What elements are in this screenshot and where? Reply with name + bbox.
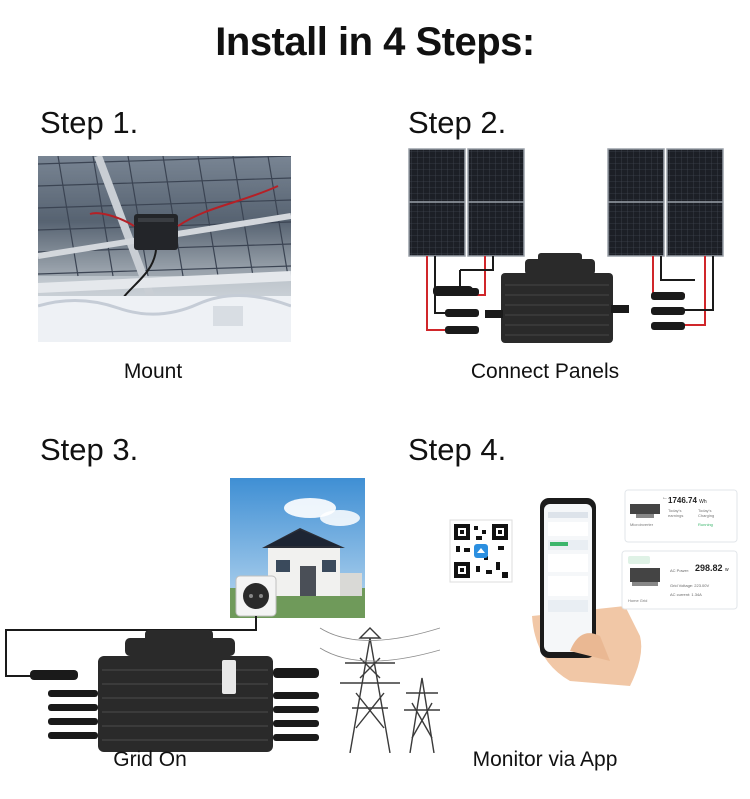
- qr-code-icon: [449, 519, 513, 583]
- page-title: Install in 4 Steps:: [215, 20, 535, 64]
- step-1-heading: Step 1.: [40, 105, 139, 140]
- card1-unit: Wh: [699, 499, 707, 505]
- card1-label-4: Charging: [698, 513, 715, 518]
- step-3-heading: Step 3.: [40, 432, 139, 467]
- house-with-solar-roof-image: [230, 478, 365, 618]
- solar-panel-right-1-icon: [607, 148, 665, 257]
- card1-label-1: Today's: [668, 508, 682, 513]
- microinverter-icon: [485, 253, 629, 343]
- solar-panel-left-2-icon: [467, 148, 525, 257]
- power-transmission-tower-icon: [319, 627, 440, 753]
- app-energy-card: ←: [624, 489, 738, 543]
- grid-voltage-label: Grid Voltage:: [670, 583, 694, 588]
- smartphone-icon: [540, 498, 596, 658]
- step-1-mount-photo: [38, 156, 291, 342]
- home-grid-label: Home Grid: [628, 598, 648, 603]
- svg-text:←: ←: [662, 495, 668, 501]
- step-4-caption: Monitor via App: [472, 748, 618, 771]
- card1-status: Running: [698, 522, 713, 527]
- ac-current-value: 1.34A: [691, 592, 702, 597]
- ac-power-label: AC Power:: [670, 568, 690, 573]
- card1-device-label: Microinverter: [630, 522, 654, 527]
- microinverter-icon: [30, 630, 319, 752]
- step-4-monitor-app-illustration: ← 1746.74 Wh Today's earnings Today's Ch…: [440, 486, 745, 686]
- app-power-card: [621, 550, 738, 610]
- step-2-caption: Connect Panels: [470, 360, 620, 383]
- grid-voltage-value: 223.00V: [694, 583, 710, 588]
- solar-panel-left-1-icon: [408, 148, 466, 257]
- step-3-grid-on-illustration: [0, 478, 440, 753]
- step-2-connect-panels-diagram: [405, 145, 740, 350]
- ac-power-unit: w: [725, 567, 729, 573]
- step-2-heading: Step 2.: [408, 105, 507, 140]
- card1-label-2: earnings: [668, 513, 684, 518]
- step-1-caption: Mount: [123, 360, 183, 383]
- card1-value: 1746.74: [668, 496, 697, 505]
- card1-label-3: Today's: [698, 508, 712, 513]
- ac-power-value: 298.82: [695, 563, 723, 573]
- step-4-heading: Step 4.: [408, 432, 507, 467]
- mounted-inverter-under-panels-image: [38, 156, 291, 342]
- solar-panel-right-2-icon: [666, 148, 724, 257]
- step-3-caption: Grid On: [113, 748, 187, 771]
- ac-current-label: AC current:: [670, 592, 691, 597]
